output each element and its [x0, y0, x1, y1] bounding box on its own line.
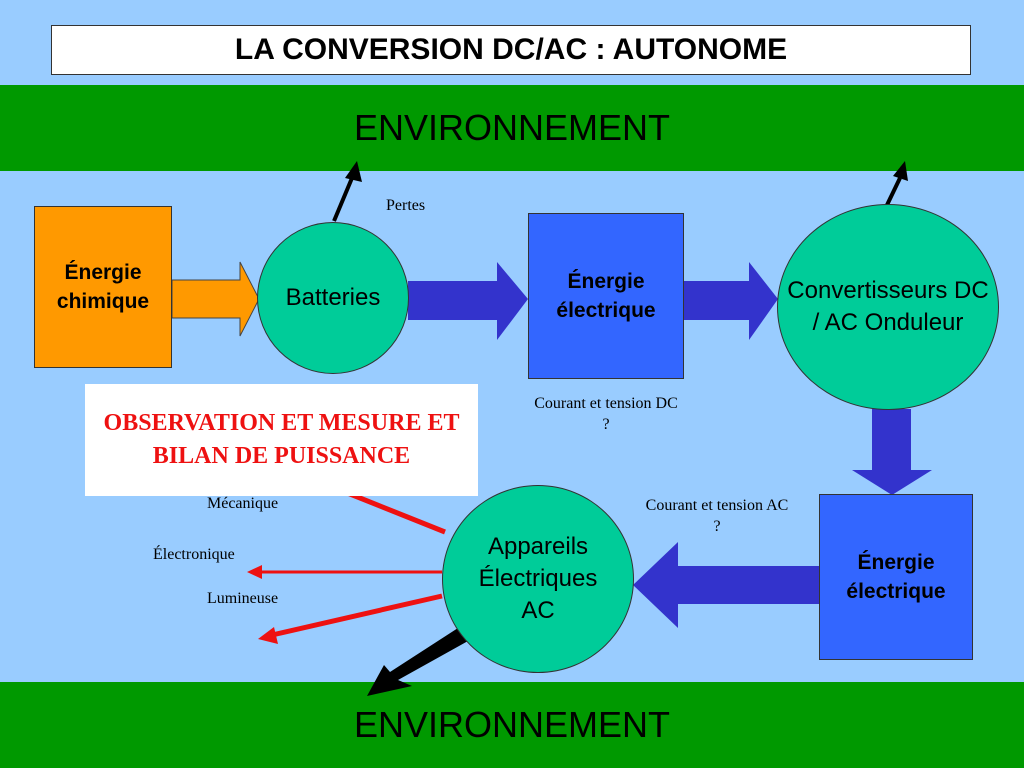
label-electronique: Électronique	[153, 546, 235, 563]
energie-chimique-label: Énergie chimique	[56, 261, 150, 313]
label-courant-ac: Courant et tension AC ?	[645, 497, 789, 535]
loss-arrow-batteries	[332, 177, 354, 222]
observation-text: OBSERVATION ET MESURE ET BILAN DE PUISSA…	[103, 410, 460, 469]
energie-chimique-box: Énergie chimique	[34, 206, 172, 368]
convertisseurs-label: Convertisseurs DC / AC Onduleur	[787, 277, 989, 336]
energie-electrique-ac-label: Énergie électrique	[846, 551, 946, 603]
observation-box: OBSERVATION ET MESURE ET BILAN DE PUISSA…	[85, 384, 478, 496]
arrow-chemical-to-batteries	[171, 261, 260, 337]
energie-electrique-dc-label: Énergie électrique	[556, 270, 656, 322]
label-courant-dc: Courant et tension DC ?	[534, 395, 678, 433]
convertisseurs-node: Convertisseurs DC / AC Onduleur	[777, 204, 999, 410]
label-lumineuse: Lumineuse	[207, 590, 279, 607]
energie-electrique-ac-box: Énergie électrique	[819, 494, 973, 660]
environment-band-top: ENVIRONNEMENT	[0, 85, 1024, 171]
environment-band-bottom: ENVIRONNEMENT	[0, 682, 1024, 768]
batteries-label: Batteries	[285, 284, 381, 311]
arrow-converters-to-energy-ac	[852, 409, 932, 495]
arrow-energy-to-converters	[683, 262, 778, 340]
appareils-label: Appareils Électriques AC	[478, 533, 598, 624]
output-arrow-mecanique	[339, 487, 446, 535]
arrow-batteries-to-energy	[408, 262, 528, 340]
appareils-node: Appareils Électriques AC	[442, 485, 634, 673]
batteries-node: Batteries	[257, 222, 409, 374]
label-pertes: Pertes	[386, 197, 426, 214]
energie-electrique-dc-box: Énergie électrique	[528, 213, 684, 379]
output-arrow-lumineuse	[271, 593, 443, 638]
arrow-energy-ac-to-devices	[633, 542, 820, 628]
loss-arrow-devices	[367, 628, 468, 696]
loss-arrow-converters	[885, 177, 902, 206]
label-mecanique: Mécanique	[207, 495, 279, 512]
page-title: LA CONVERSION DC/AC : AUTONOME	[51, 25, 971, 75]
